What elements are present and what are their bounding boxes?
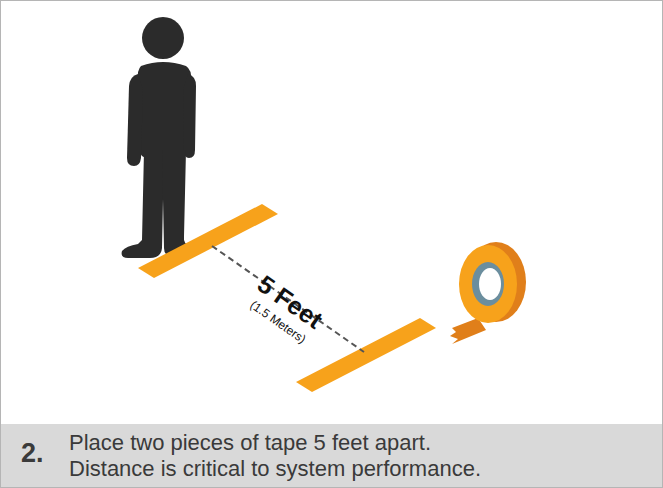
tape-roll bbox=[450, 242, 526, 344]
person-head bbox=[142, 17, 184, 59]
tape-strip bbox=[296, 318, 436, 392]
tape-roll-hole bbox=[479, 268, 501, 300]
tape-roll-core bbox=[472, 262, 504, 306]
person-leg bbox=[122, 150, 164, 258]
instruction-text: Place two pieces of tape 5 feet apart. D… bbox=[69, 430, 499, 482]
person-arm bbox=[127, 74, 143, 166]
tape-tail bbox=[450, 318, 486, 344]
dimension-line bbox=[212, 246, 364, 352]
person-torso bbox=[138, 62, 191, 158]
caption-band: 2.Place two pieces of tape 5 feet apart.… bbox=[1, 424, 662, 487]
tape-strip bbox=[138, 204, 278, 278]
person-leg bbox=[162, 150, 196, 256]
person-silhouette bbox=[122, 17, 197, 258]
tape-roll-face bbox=[459, 245, 517, 323]
step-number: 2. bbox=[21, 437, 65, 469]
person-arm bbox=[183, 74, 196, 158]
